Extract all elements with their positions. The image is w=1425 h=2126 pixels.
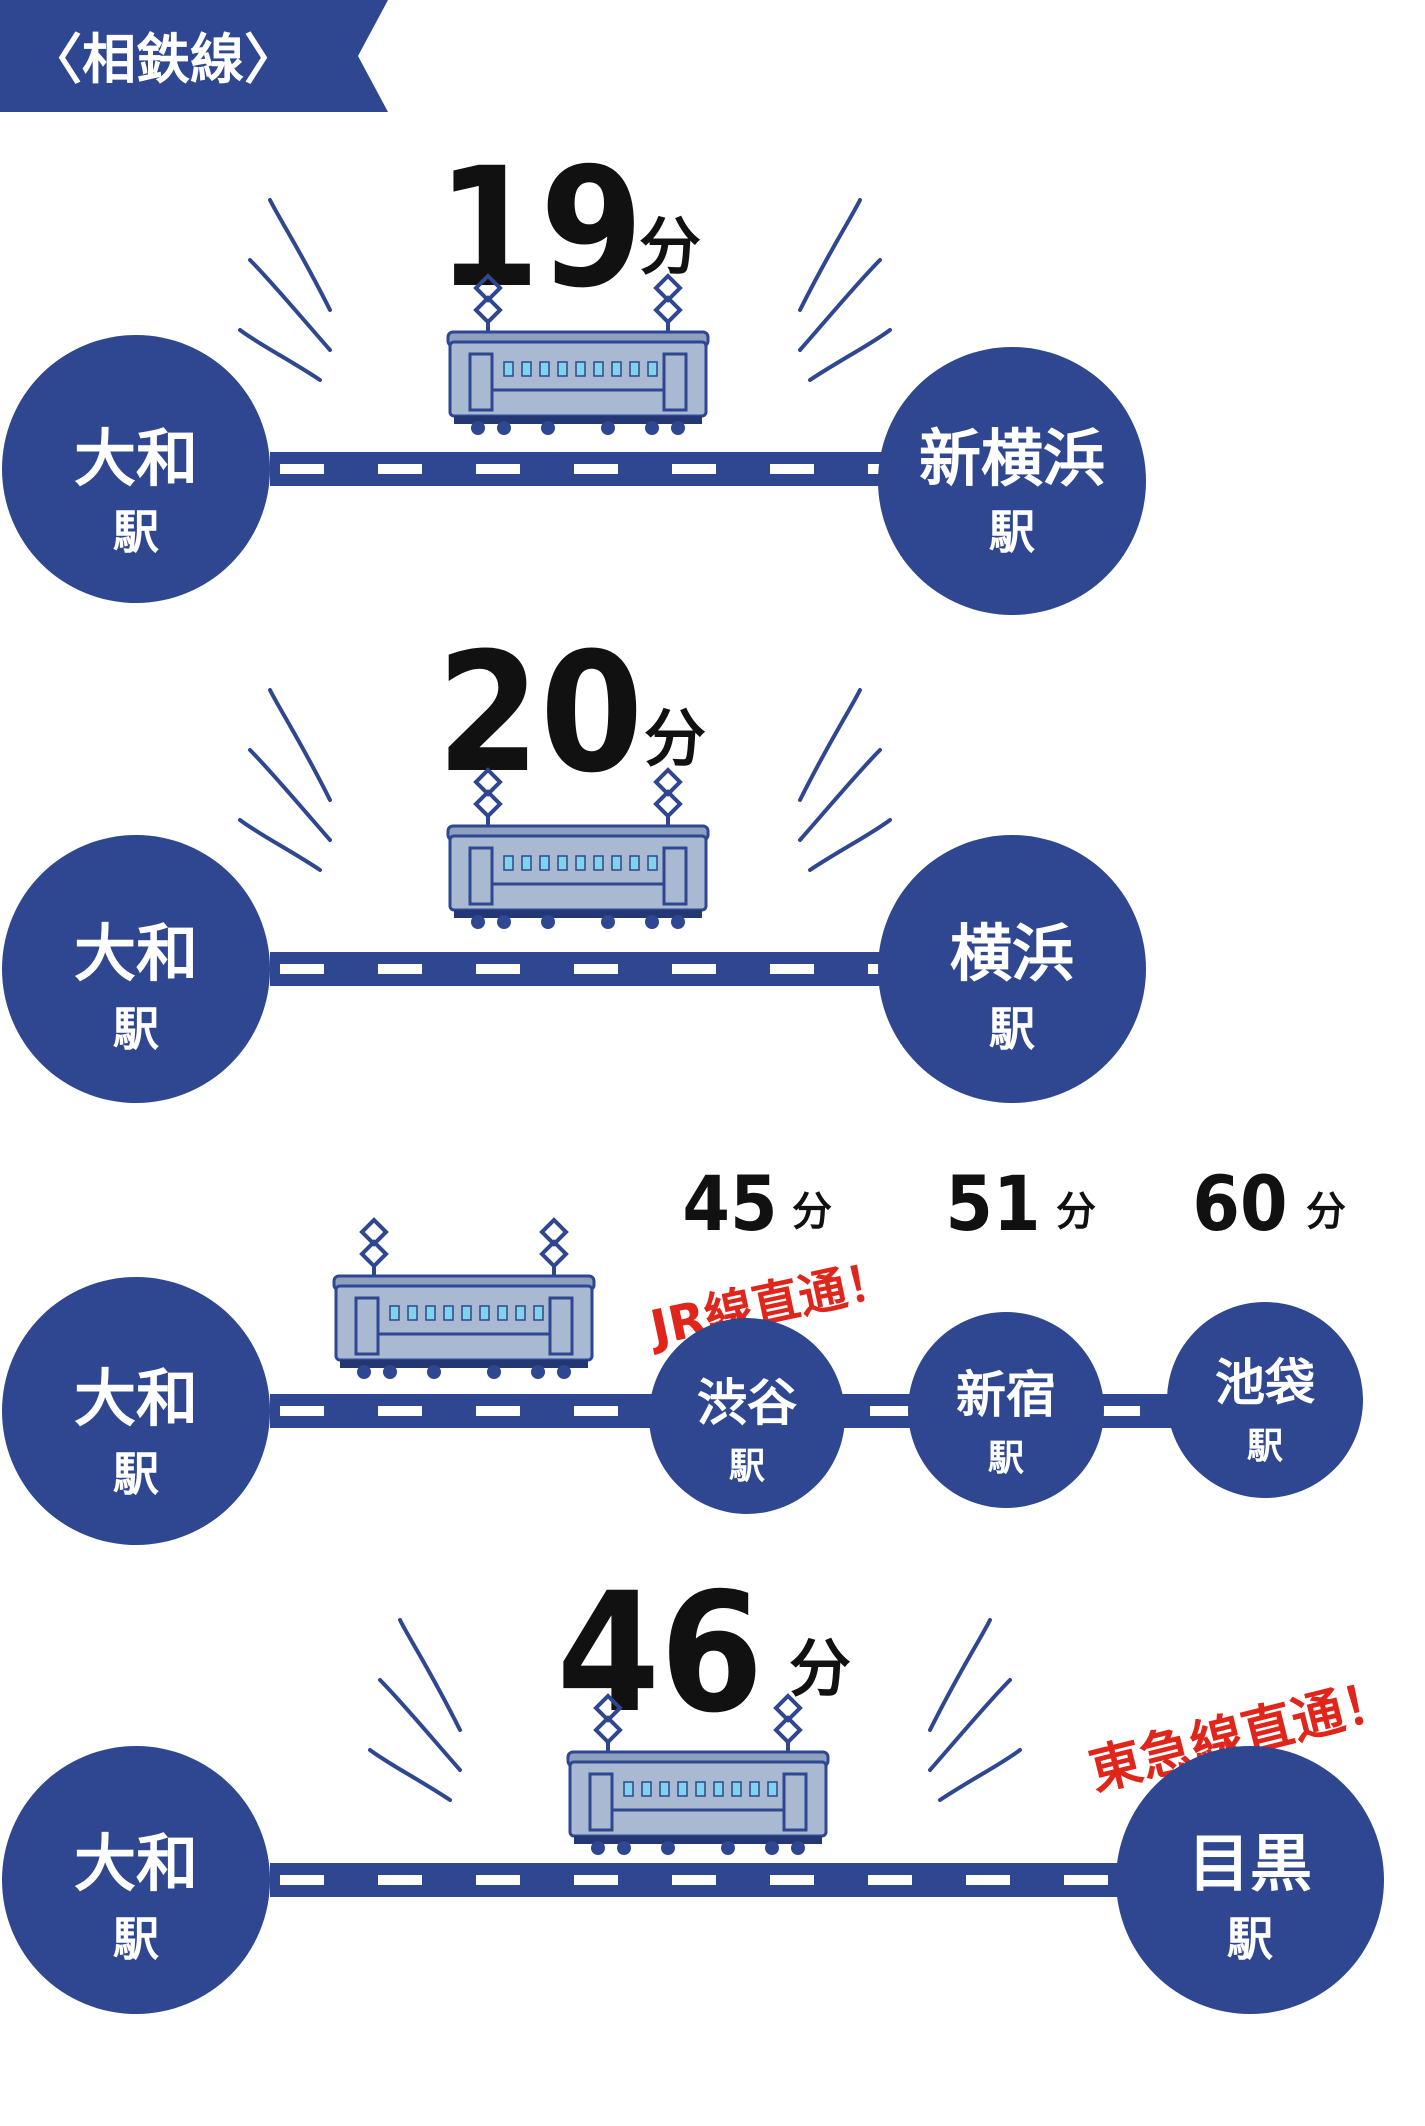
route-2-time: 20 xyxy=(437,617,644,809)
route-3: 45 分 51 分 60 分 JR線直通！ 大和 駅 渋谷 駅 xyxy=(2,1159,1363,1545)
svg-text:大和: 大和 xyxy=(74,422,198,495)
svg-text:駅: 駅 xyxy=(113,1447,159,1501)
station-daiwa: 大和 駅 xyxy=(2,835,270,1103)
svg-text:駅: 駅 xyxy=(1247,1426,1283,1467)
rail-line xyxy=(270,452,890,486)
header-label: 〈相鉄線〉 xyxy=(28,28,298,91)
motion-lines-icon xyxy=(238,198,332,382)
stop-time-shinjuku: 51 分 xyxy=(945,1159,1096,1248)
header-tag: 〈相鉄線〉 xyxy=(0,0,388,112)
station-daiwa: 大和 駅 xyxy=(2,1746,270,2014)
motion-lines-icon xyxy=(798,688,892,872)
rail-line xyxy=(270,1863,1160,1897)
svg-text:駅: 駅 xyxy=(113,505,159,559)
svg-text:大和: 大和 xyxy=(74,917,198,990)
motion-lines-icon xyxy=(368,1618,462,1802)
svg-text:大和: 大和 xyxy=(74,1827,198,1900)
rail-line xyxy=(270,952,890,986)
svg-text:駅: 駅 xyxy=(729,1446,765,1487)
stop-time-ikebukuro: 60 分 xyxy=(1192,1159,1346,1248)
station-daiwa: 大和 駅 xyxy=(2,335,270,603)
motion-lines-icon xyxy=(238,688,332,872)
svg-text:51: 51 xyxy=(945,1159,1040,1248)
svg-text:渋谷: 渋谷 xyxy=(697,1374,797,1432)
train-icon xyxy=(332,1218,596,1381)
station-yokohama: 横浜 駅 xyxy=(878,835,1146,1103)
stop-time-shibuya: 45 分 xyxy=(682,1159,832,1248)
route-2-unit: 分 xyxy=(644,702,706,775)
svg-text:新宿: 新宿 xyxy=(956,1366,1056,1424)
route-4-time: 46 xyxy=(557,1557,764,1749)
svg-text:分: 分 xyxy=(1056,1189,1096,1235)
motion-lines-icon xyxy=(798,198,892,382)
svg-text:駅: 駅 xyxy=(1227,1912,1273,1966)
svg-text:分: 分 xyxy=(792,1189,832,1235)
station-daiwa: 大和 駅 xyxy=(2,1277,270,1545)
motion-lines-icon xyxy=(928,1618,1022,1802)
svg-text:60: 60 xyxy=(1192,1159,1287,1248)
svg-text:駅: 駅 xyxy=(989,505,1035,559)
svg-text:駅: 駅 xyxy=(113,1912,159,1966)
route-1-time: 19 xyxy=(437,132,644,324)
svg-text:駅: 駅 xyxy=(113,1002,159,1056)
svg-text:駅: 駅 xyxy=(988,1438,1024,1479)
route-4: 46 分 東急線直通！ 大和 駅 目黒 駅 xyxy=(2,1557,1401,2014)
svg-text:横浜: 横浜 xyxy=(950,917,1074,990)
route-1: 19 分 大和 駅 新横浜 駅 xyxy=(2,132,1146,615)
route-1-unit: 分 xyxy=(639,210,701,283)
station-shinjuku: 新宿 駅 xyxy=(908,1312,1104,1508)
station-meguro: 目黒 駅 xyxy=(1116,1746,1384,2014)
station-ikebukuro: 池袋 駅 xyxy=(1167,1302,1363,1498)
station-shibuya: 渋谷 駅 xyxy=(649,1318,845,1514)
svg-text:目黒: 目黒 xyxy=(1188,1827,1312,1900)
svg-text:大和: 大和 xyxy=(74,1362,198,1435)
route-4-unit: 分 xyxy=(789,1632,851,1705)
svg-text:分: 分 xyxy=(1306,1189,1346,1235)
route-2: 20 分 大和 駅 横浜 駅 xyxy=(2,617,1146,1103)
svg-text:新横浜: 新横浜 xyxy=(919,422,1105,495)
svg-text:池袋: 池袋 xyxy=(1215,1354,1315,1412)
svg-text:駅: 駅 xyxy=(989,1002,1035,1056)
station-shin-yokohama: 新横浜 駅 xyxy=(878,347,1146,615)
svg-text:45: 45 xyxy=(682,1159,777,1248)
